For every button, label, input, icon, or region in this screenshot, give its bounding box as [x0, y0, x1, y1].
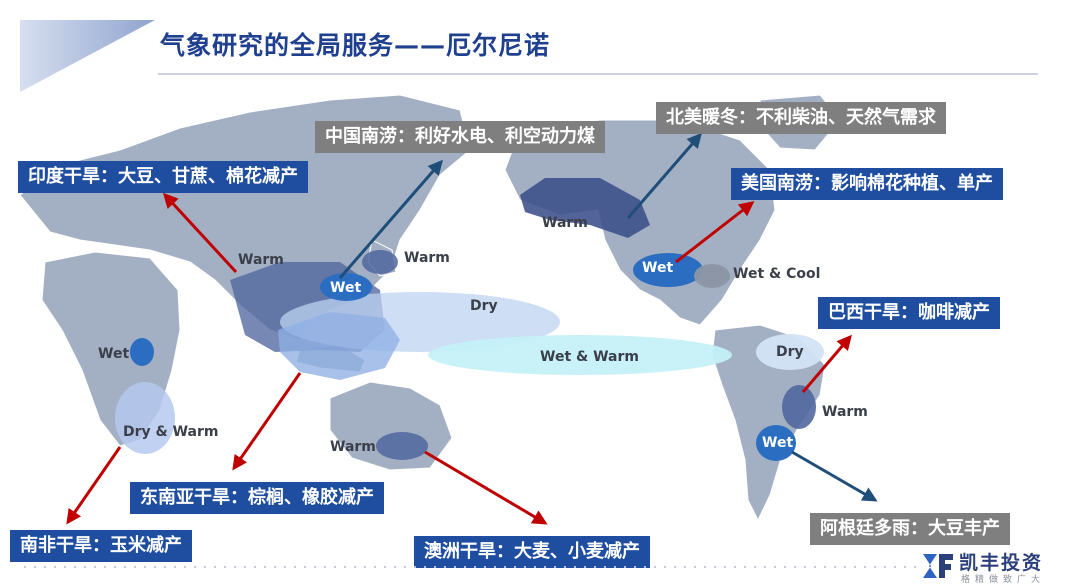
page-title: 气象研究的全局服务——厄尔尼诺	[160, 31, 551, 60]
label-dry-pacific: Dry	[470, 298, 498, 314]
label-dry-warm-africa: Dry & Warm	[123, 424, 219, 440]
wet-south-america-zone	[756, 425, 796, 461]
arrows	[66, 132, 878, 525]
arrow-north-america	[626, 132, 702, 219]
label-warm-australia: Warm	[330, 439, 376, 455]
dry-south-america-zone	[756, 334, 824, 370]
climate-zones	[115, 178, 824, 461]
logo-name: 凯丰投资	[959, 552, 1044, 574]
callout-south-africa: 南非干旱：玉米减产	[10, 530, 192, 562]
dry-warm-africa-zone	[115, 382, 175, 454]
arrow-southeast-asia	[232, 372, 302, 471]
callout-australia: 澳洲干旱：大麦、小麦减产	[414, 536, 650, 568]
title-divider	[158, 73, 1038, 75]
callout-us-south: 美国南涝：影响棉花种植、单产	[731, 168, 1003, 200]
company-logo: 凯丰投资 格精做致广大	[921, 548, 1069, 585]
label-wet-south-america: Wet	[762, 435, 794, 451]
warm-south-america-zone	[782, 385, 816, 429]
label-dry-south-america: Dry	[776, 344, 804, 360]
arrow-us-south	[675, 201, 755, 264]
warm-australia-zone	[376, 432, 428, 460]
warm-north-america-zone	[520, 178, 650, 238]
wet-us-zone	[633, 253, 703, 287]
callout-north-america: 北美暖冬：不利柴油、天然气需求	[656, 102, 946, 134]
logo-tagline: 格精做致广大	[961, 575, 1046, 585]
callout-argentina: 阿根廷多雨：大豆丰产	[810, 513, 1010, 545]
label-wet-us: Wet	[642, 260, 674, 276]
label-wet-china: Wet	[330, 280, 362, 296]
corner-decoration	[20, 20, 155, 92]
wet-africa-zone	[130, 338, 154, 366]
label-warm-alaska: Warm	[542, 215, 588, 231]
arrow-india	[162, 192, 238, 274]
label-warm-south-america: Warm	[822, 404, 868, 420]
footer-dotted-line	[20, 566, 920, 568]
label-wet-warm-pacific: Wet & Warm	[540, 349, 639, 365]
label-wet-cool-us: Wet & Cool	[733, 266, 821, 282]
wet-warm-pacific-zone	[428, 335, 732, 375]
dry-southeast-asia-zone	[278, 312, 400, 380]
callout-india: 印度干旱：大豆、甘蔗、棉花减产	[18, 161, 308, 193]
label-warm-asia: Warm	[238, 252, 284, 268]
warm-japan-zone	[362, 250, 398, 274]
wet-china-zone	[320, 273, 372, 301]
arrow-argentina	[791, 450, 878, 502]
arrow-south-africa	[66, 446, 122, 525]
arrow-australia	[424, 450, 548, 525]
label-warm-japan: Warm	[404, 250, 450, 266]
arrow-china	[338, 159, 443, 279]
logo-mark-icon	[923, 554, 953, 578]
callout-china: 中国南涝：利好水电、利空动力煤	[315, 121, 605, 153]
arrow-brazil	[801, 334, 852, 393]
callout-southeast-asia: 东南亚干旱：棕榈、橡胶减产	[130, 482, 384, 514]
callout-brazil: 巴西干旱：咖啡减产	[818, 297, 1000, 329]
label-wet-africa: Wet	[98, 346, 130, 362]
wet-cool-us-zone	[694, 264, 730, 288]
